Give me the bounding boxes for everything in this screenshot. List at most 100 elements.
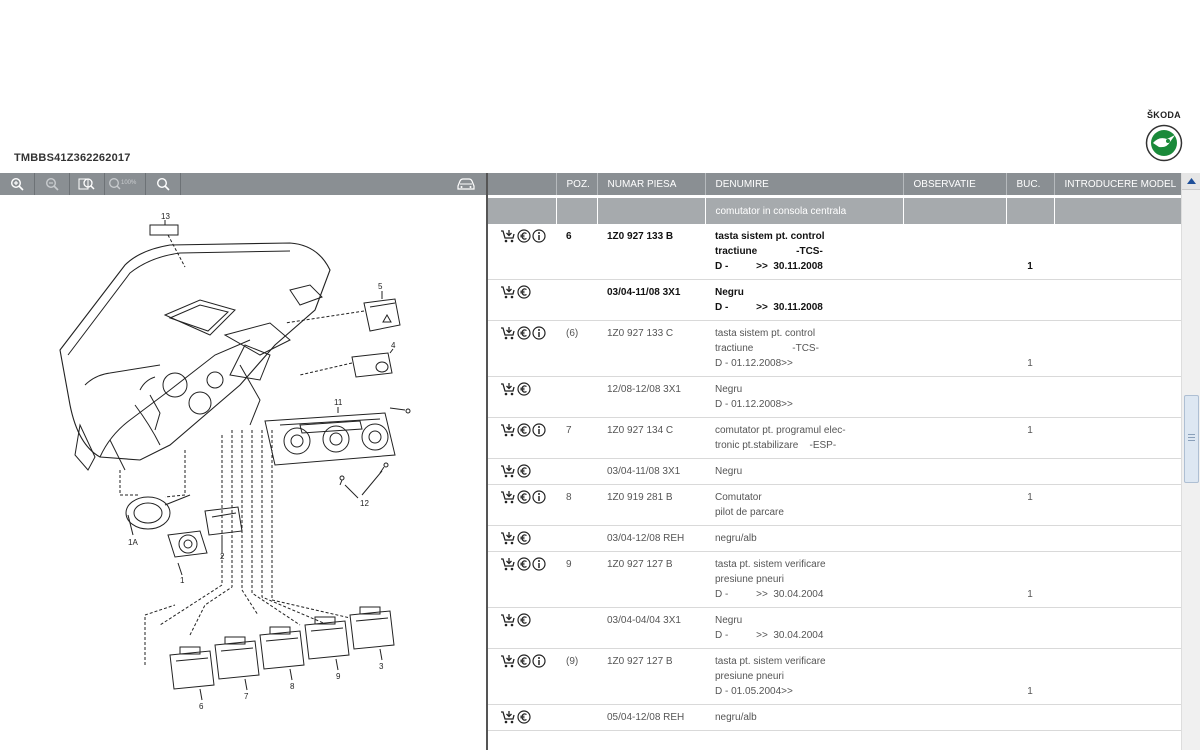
col-header-poz[interactable]: POZ.	[556, 173, 598, 195]
euro-icon[interactable]	[517, 557, 532, 571]
exploded-diagram[interactable]: 13 5 4 11 12 1A 2 1 6 7 8 9 3	[0, 195, 486, 750]
cell-poz	[556, 704, 597, 731]
cart-icon[interactable]	[500, 558, 517, 571]
row-actions	[488, 458, 556, 485]
zoom-100-label: 100%	[121, 180, 137, 186]
col-header-qty[interactable]: BUC.	[1006, 173, 1055, 195]
cell-introducere-model	[1054, 417, 1182, 459]
cell-observatie	[903, 525, 1006, 552]
cart-icon[interactable]	[500, 655, 517, 668]
cell-part-number: 03/04-04/04 3X1	[597, 607, 705, 649]
euro-icon[interactable]	[517, 229, 532, 243]
cell-poz	[556, 279, 597, 321]
info-icon[interactable]	[532, 423, 547, 437]
cell-observatie	[903, 458, 1006, 485]
euro-icon[interactable]	[517, 710, 532, 724]
cart-icon[interactable]	[500, 383, 517, 396]
scroll-thumb[interactable]	[1184, 395, 1199, 483]
col-header-observatie[interactable]: OBSERVATIE	[903, 173, 1007, 195]
cell-introducere-model	[1054, 320, 1182, 377]
cell-qty: 1	[1006, 648, 1054, 705]
euro-icon[interactable]	[517, 464, 532, 478]
info-icon[interactable]	[532, 557, 547, 571]
qty-value: 1	[1027, 425, 1033, 436]
cell-part-number: 03/04-11/08 3X1	[597, 279, 705, 321]
euro-icon[interactable]	[517, 326, 532, 340]
euro-icon[interactable]	[517, 531, 532, 545]
row-actions	[488, 607, 556, 649]
group-title: comutator in consola centrala	[705, 198, 904, 224]
cell-observatie	[903, 607, 1006, 649]
cell-observatie	[903, 551, 1006, 608]
cell-part-number: 1Z0 927 127 B	[597, 648, 705, 705]
col-header-denumire[interactable]: DENUMIRE	[705, 173, 904, 195]
callout-9: 9	[336, 672, 341, 681]
cell-poz: 8	[556, 484, 597, 526]
col-header-part-number[interactable]: NUMAR PIESA	[597, 173, 706, 195]
zoom-100-icon[interactable]: 100%	[105, 173, 146, 195]
cart-icon[interactable]	[500, 491, 517, 504]
zoom-out-icon[interactable]	[35, 173, 70, 195]
cell-observatie	[903, 320, 1006, 377]
euro-icon[interactable]	[517, 654, 532, 668]
vertical-scrollbar[interactable]	[1181, 173, 1200, 750]
cart-icon[interactable]	[500, 286, 517, 299]
table-header-row: POZ. NUMAR PIESA DENUMIRE OBSERVATIE BUC…	[488, 173, 1183, 195]
euro-icon[interactable]	[517, 490, 532, 504]
cart-icon[interactable]	[500, 532, 517, 545]
info-icon[interactable]	[532, 229, 547, 243]
cell-observatie	[903, 224, 1006, 280]
car-icon[interactable]	[446, 173, 486, 195]
euro-icon[interactable]	[517, 285, 532, 299]
zoom-in-icon[interactable]	[0, 173, 35, 195]
col-header-introducere-model[interactable]: INTRODUCERE MODEL	[1054, 173, 1183, 195]
cell-denumire: negru/alb	[705, 704, 903, 731]
denumire-line: tractiune -TCS-	[715, 343, 819, 354]
cart-icon[interactable]	[500, 465, 517, 478]
zoom-fit-icon[interactable]	[70, 173, 105, 195]
cell-qty	[1006, 279, 1054, 321]
callout-4: 4	[391, 341, 396, 350]
euro-icon[interactable]	[517, 382, 532, 396]
row-actions	[488, 648, 556, 705]
callout-5: 5	[378, 282, 383, 291]
cart-icon[interactable]	[500, 424, 517, 437]
row-actions	[488, 525, 556, 552]
cell-introducere-model	[1054, 279, 1182, 321]
cart-icon[interactable]	[500, 711, 517, 724]
scroll-up-button[interactable]	[1182, 173, 1200, 190]
cell-qty: 1	[1006, 551, 1054, 608]
cell-denumire: Negru	[705, 458, 903, 485]
euro-icon[interactable]	[517, 423, 532, 437]
euro-icon[interactable]	[517, 613, 532, 627]
cell-introducere-model	[1054, 704, 1182, 731]
cart-icon[interactable]	[500, 327, 517, 340]
callout-2: 2	[220, 552, 225, 561]
cart-icon[interactable]	[500, 614, 517, 627]
search-icon[interactable]	[146, 173, 181, 195]
cart-icon[interactable]	[500, 230, 517, 243]
info-icon[interactable]	[532, 326, 547, 340]
cell-part-number: 05/04-12/08 REH	[597, 704, 705, 731]
denumire-line: D - 01.12.2008>>	[715, 399, 793, 410]
cell-observatie	[903, 704, 1006, 731]
cell-part-number: 03/04-12/08 REH	[597, 525, 705, 552]
cell-poz	[556, 607, 597, 649]
info-icon[interactable]	[532, 490, 547, 504]
info-icon[interactable]	[532, 654, 547, 668]
